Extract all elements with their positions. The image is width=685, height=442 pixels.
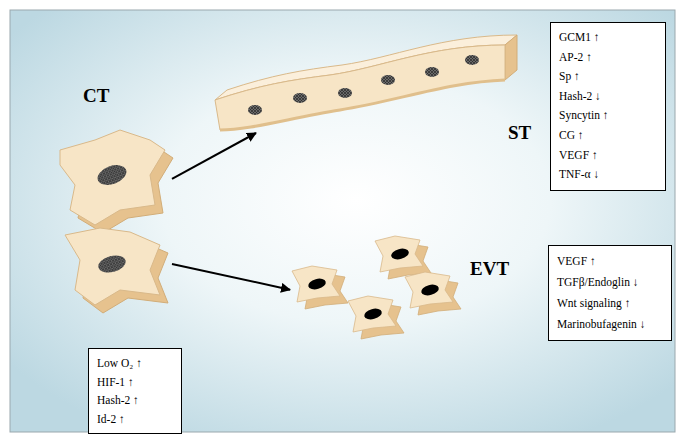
list-item: HIF-1 ↑ (97, 373, 173, 392)
cell-type-label: EVT (470, 259, 509, 280)
list-item: Sp ↑ (559, 67, 657, 87)
cell-type-label: CT (83, 86, 109, 107)
syncytiotrophoblast-group: ST (213, 33, 520, 133)
cytotrophoblast-group: CT (55, 126, 172, 315)
syncytiotrophoblast-layer (215, 35, 517, 130)
list-item: Hash-2 ↑ (97, 391, 173, 410)
list-item: GCM1 ↑ (559, 28, 657, 48)
cell-type-label: ST (508, 123, 531, 144)
list-item: CG ↑ (559, 126, 657, 146)
list-item: Syncytin ↑ (559, 106, 657, 126)
list-item: Id-2 ↑ (97, 410, 173, 429)
list-item: Marinobufagenin ↓ (557, 314, 663, 335)
list-item: AP-2 ↑ (559, 48, 657, 68)
marker-list-box: VEGF ↑TGFβ/Endoglin ↓Wnt signaling ↑Mari… (548, 245, 672, 341)
extravillous-trophoblast-cells (292, 236, 461, 339)
cytotrophoblast-cells (60, 130, 173, 313)
list-item: Low O₂ ↑ (97, 354, 173, 373)
arrow-connector (172, 133, 256, 179)
condition-list-box: Low O₂ ↑HIF-1 ↑Hash-2 ↑Id-2 ↑ (88, 348, 182, 434)
list-item: VEGF ↑ (557, 251, 663, 272)
list-item: Hash-2 ↓ (559, 87, 657, 107)
list-item: TGFβ/Endoglin ↓ (557, 272, 663, 293)
list-item: VEGF ↑ (559, 146, 657, 166)
list-item: Wnt signaling ↑ (557, 293, 663, 314)
background-panel (10, 10, 675, 432)
arrow-connector (172, 264, 290, 290)
marker-list-box: GCM1 ↑AP-2 ↑Sp ↑Hash-2 ↓Syncytin ↑CG ↑VE… (550, 22, 666, 191)
list-item: TNF-α ↓ (559, 165, 657, 185)
extravillous-trophoblast-group: EVT (290, 233, 462, 338)
